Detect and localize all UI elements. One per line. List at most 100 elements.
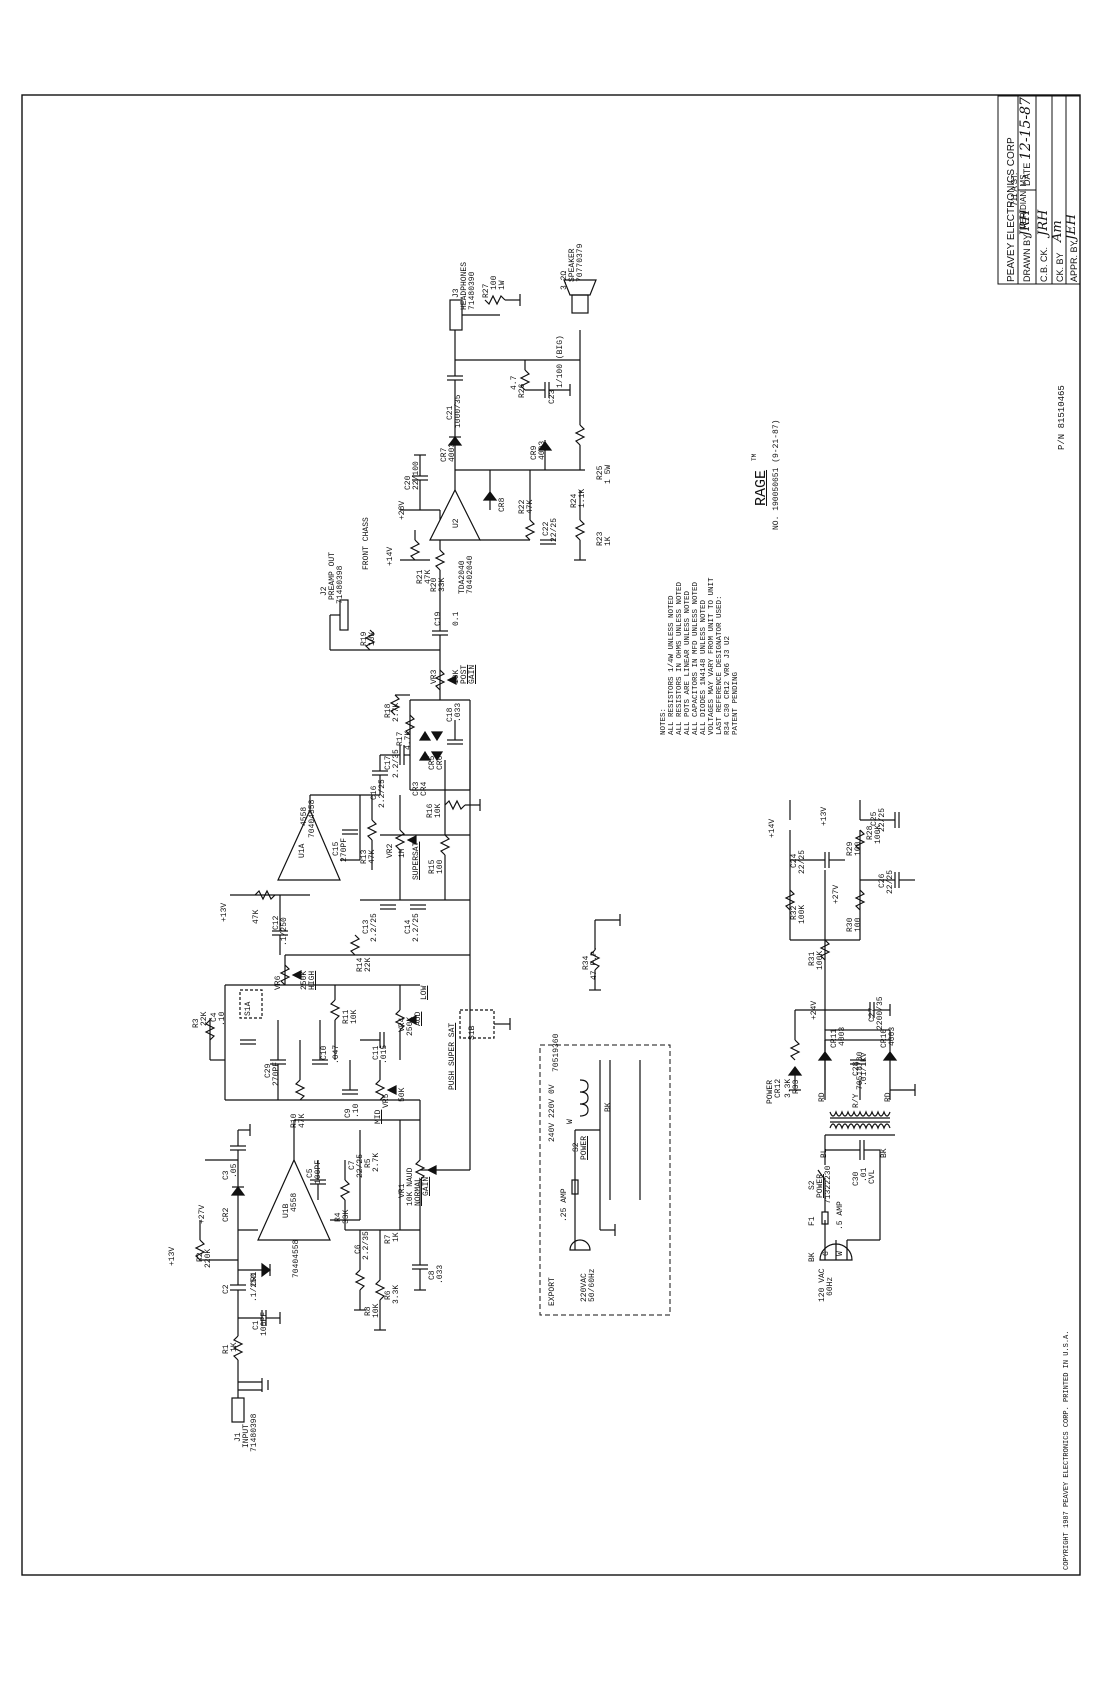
r33-value: 3.3K bbox=[784, 1078, 793, 1098]
plus-28v: +28V bbox=[398, 500, 407, 520]
export-w: W bbox=[566, 1119, 575, 1124]
r12-value: 47K bbox=[252, 909, 261, 924]
r26-value: 4.7 bbox=[510, 375, 519, 390]
c6-value: 2.2/35 bbox=[362, 1231, 371, 1260]
r20-value: 33K bbox=[438, 577, 447, 592]
vr4-name: AUD bbox=[414, 1011, 423, 1026]
plus-14v-psu: +14V bbox=[768, 818, 777, 838]
r3-value: 22K bbox=[200, 1011, 209, 1026]
cb-ck-value: JRH bbox=[1036, 209, 1051, 236]
r7-value: 1K bbox=[392, 1232, 401, 1242]
wire-g: G bbox=[822, 1251, 831, 1256]
c13-value: 2.2/25 bbox=[370, 913, 379, 942]
vr5-name: MID bbox=[374, 1109, 383, 1124]
cr8-label: CR8 bbox=[498, 497, 507, 512]
plus-13v-psu: +13V bbox=[820, 806, 829, 826]
c24-value: 22/25 bbox=[798, 849, 807, 874]
u2-label: U2 bbox=[452, 518, 461, 528]
r34-wiring bbox=[589, 914, 621, 991]
c19-value: 0.1 bbox=[452, 611, 461, 626]
r11-value: 10K bbox=[350, 1009, 359, 1024]
r15-value: 100 bbox=[436, 859, 445, 874]
push-super-sat-label: PUSH SUPER SAT bbox=[448, 1022, 457, 1090]
tone-stack-wiring bbox=[204, 760, 511, 1171]
company-address-1: 711 A ST. bbox=[1010, 172, 1019, 206]
c18-value: .033 bbox=[454, 702, 463, 722]
c27-value: 2200/35 bbox=[876, 996, 885, 1030]
r27-value2: 1W bbox=[498, 280, 507, 290]
export-power-box bbox=[539, 1044, 671, 1316]
vr4-low: LOW bbox=[420, 985, 429, 1000]
r33-label: R33 bbox=[792, 1079, 801, 1094]
c4-value: .10 bbox=[218, 1011, 227, 1026]
power-amp-wiring bbox=[330, 279, 597, 631]
ck-by-value: Am bbox=[1050, 220, 1065, 242]
vr3-name2: GAIN bbox=[468, 664, 477, 684]
wire-rd2: RD bbox=[884, 1092, 893, 1102]
c2-label: C2 bbox=[222, 1284, 231, 1294]
cr2-label: CR2 bbox=[222, 1207, 231, 1222]
appr-by-label: APPR. BY bbox=[1069, 240, 1079, 282]
vr6-name: HIGH bbox=[308, 970, 317, 990]
r13-value: 47K bbox=[368, 849, 377, 864]
u1b-pn: 4558 bbox=[290, 1192, 299, 1212]
c15-value: 270PF bbox=[340, 837, 349, 862]
company-name: PEAVEY ELECTRONICS CORP bbox=[1006, 137, 1017, 282]
c23-label: C23 bbox=[548, 389, 557, 404]
title-block-lines bbox=[997, 95, 1081, 285]
wire-w: W bbox=[836, 1251, 845, 1256]
cr7-value: 4003 bbox=[448, 442, 457, 462]
cr9-value: 4003 bbox=[538, 440, 547, 460]
c26-value: 22/25 bbox=[886, 869, 895, 894]
plus-13v-input: +13V bbox=[168, 1246, 177, 1266]
c19-label: C19 bbox=[434, 611, 443, 626]
c10-value: .047 bbox=[332, 1044, 341, 1064]
c20-value: 22/100 bbox=[412, 461, 421, 490]
c9-value: .10 bbox=[352, 1103, 361, 1118]
r34-value: 47 F.P. bbox=[590, 946, 599, 980]
cr11-value: 4003 bbox=[838, 1026, 847, 1046]
front-chass-label: FRONT CHASS bbox=[362, 517, 371, 570]
j2-pn: 71480398 bbox=[336, 565, 345, 604]
plus-13v-u1a: +13V bbox=[220, 902, 229, 922]
c17-value: 2.2/35 bbox=[392, 749, 401, 778]
r5-value: 2.7K bbox=[372, 1152, 381, 1172]
j1-pn: 71480398 bbox=[250, 1413, 259, 1452]
plus-27v-psu: +27V bbox=[832, 884, 841, 904]
c1-value: 100PF bbox=[260, 1311, 269, 1336]
u1-pn: 70404558 bbox=[292, 1239, 301, 1278]
s1b-label: S1B bbox=[468, 1025, 477, 1040]
date-label: DATE bbox=[1022, 162, 1032, 186]
ck-by-label: CK. BY bbox=[1055, 252, 1065, 282]
wire-rd: RD bbox=[818, 1092, 827, 1102]
c21-value: 1000/35 bbox=[454, 394, 463, 428]
copyright: COPYRIGHT 1987 PEAVEY ELECTRONICS CORP. … bbox=[1063, 1330, 1071, 1570]
c5-value: 100PF bbox=[314, 1159, 323, 1184]
product-tm: TM bbox=[751, 453, 758, 461]
u1a-pn2: 70404558 bbox=[308, 799, 317, 838]
appr-by-value: JEH bbox=[1064, 213, 1079, 240]
plus-24v: +24V bbox=[810, 1000, 819, 1020]
date-value: 12-15-87 bbox=[1018, 97, 1034, 160]
hz-60: 60Hz bbox=[826, 1276, 835, 1296]
r16-value: 10K bbox=[434, 803, 443, 818]
speaker-pn: 70770379 bbox=[576, 243, 585, 282]
u1a-label: U1A bbox=[298, 843, 307, 858]
c3-value: .05 bbox=[230, 1163, 239, 1178]
r30-value: 100 bbox=[854, 917, 863, 932]
export-taps: 240V 220V 0V bbox=[548, 1084, 557, 1142]
r18-value: 2.7K bbox=[392, 702, 401, 722]
cr12-name: POWER bbox=[766, 1079, 775, 1104]
export-power-wiring bbox=[569, 1060, 641, 1251]
r23-value: 1K bbox=[604, 536, 613, 546]
export-label: EXPORT bbox=[548, 1277, 557, 1306]
export-power: POWER bbox=[580, 1135, 589, 1160]
r1-value: 1K bbox=[230, 1342, 239, 1352]
c16-value: 2.2/25 bbox=[378, 779, 387, 808]
vr2-name: SUPERSAT bbox=[412, 841, 421, 880]
r10-value: 47K bbox=[298, 1113, 307, 1128]
wire-bl: BL bbox=[820, 1148, 829, 1158]
r21-value: 47K bbox=[424, 569, 433, 584]
r4-value: 33K bbox=[342, 1209, 351, 1224]
r22-value: 47K bbox=[526, 499, 535, 514]
